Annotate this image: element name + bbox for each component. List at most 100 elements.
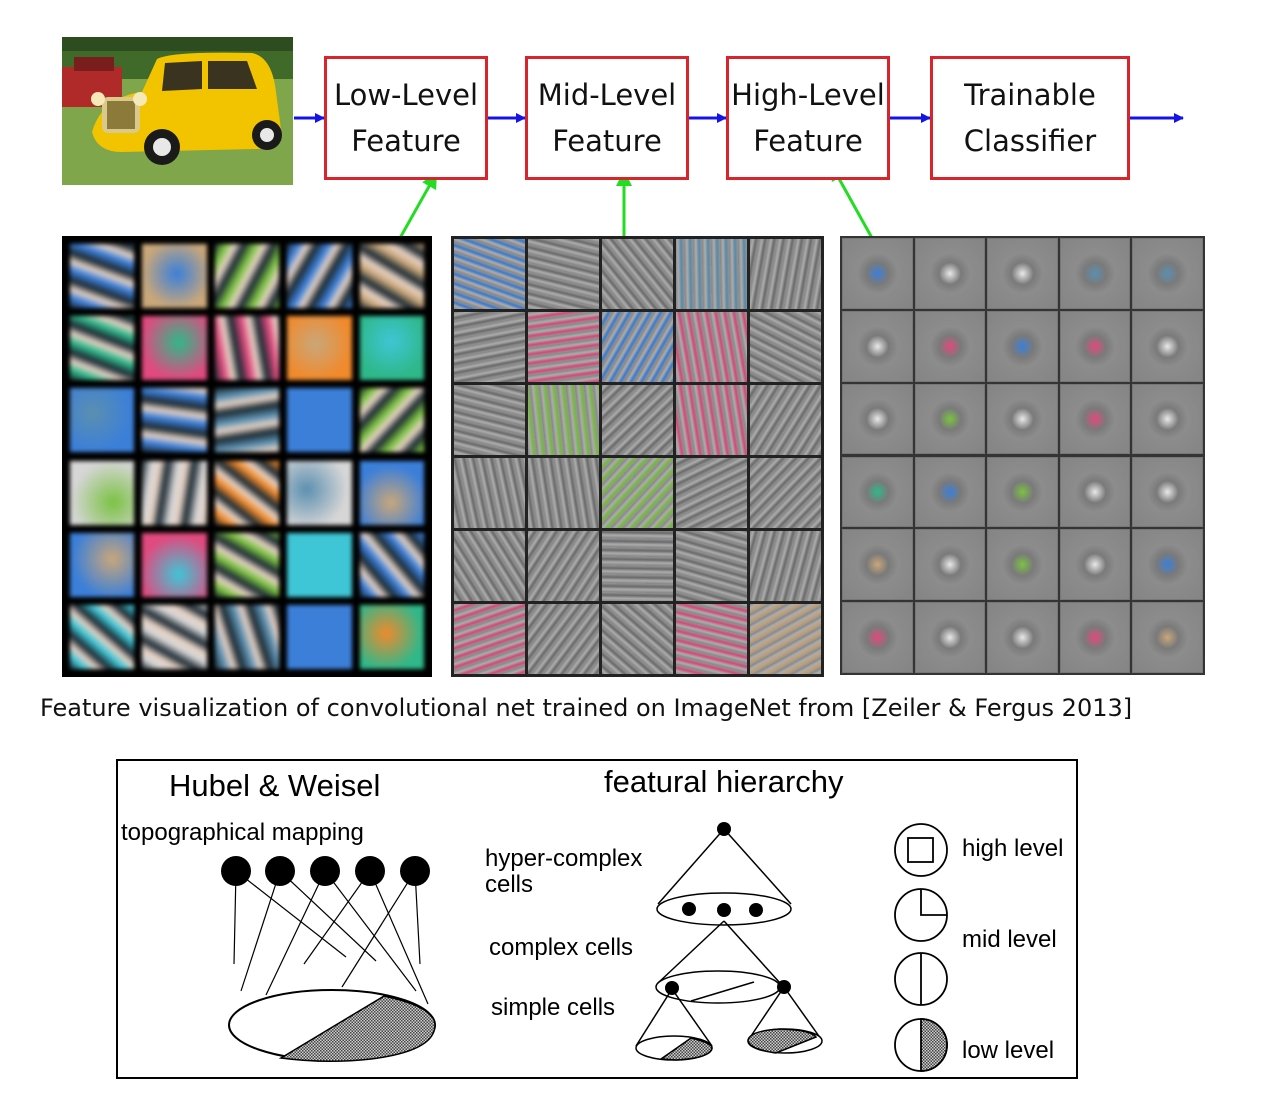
neuron-dot <box>400 856 430 886</box>
feature-tile <box>70 604 135 669</box>
feature-tile <box>914 238 986 309</box>
feature-tile <box>914 310 986 382</box>
feature-tile <box>676 604 747 674</box>
feature-tile <box>142 316 207 381</box>
feature-tile <box>750 385 821 455</box>
feature-tile <box>1059 529 1131 601</box>
feature-tile <box>842 383 913 455</box>
hubel-weisel-title: Hubel & Weisel <box>169 768 381 803</box>
feature-tile <box>359 244 424 309</box>
feature-tile <box>1132 310 1203 382</box>
topographical-mapping-label: topographical mapping <box>121 819 364 846</box>
feature-tile <box>676 385 747 455</box>
feature-tile <box>142 388 207 453</box>
feature-tile <box>602 604 673 674</box>
feature-tile <box>842 238 913 309</box>
low-level-label: low level <box>962 1037 1055 1064</box>
feature-tile <box>359 604 424 669</box>
shaded-receptive-region <box>278 995 436 1062</box>
input-car-photo <box>62 37 293 185</box>
hyper-complex-cells-label: hyper-complex cells <box>485 845 643 898</box>
feature-tile <box>287 316 352 381</box>
feature-tile <box>214 460 280 525</box>
feature-tile <box>528 458 599 528</box>
feature-tile <box>602 458 673 528</box>
feature-tile <box>676 531 747 601</box>
feature-tile <box>1059 383 1131 455</box>
featural-hierarchy-title: featural hierarchy <box>604 764 844 799</box>
feature-tile <box>842 456 913 528</box>
link-low-features <box>398 172 438 239</box>
stage-low-level-feature: Low-Level Feature <box>324 56 488 180</box>
feature-tile <box>1132 383 1203 455</box>
feature-tile <box>750 531 821 601</box>
feature-tile <box>70 460 135 525</box>
feature-tile <box>1132 529 1203 601</box>
feature-tile <box>676 312 747 382</box>
feature-tile <box>142 532 207 597</box>
feature-tile <box>359 460 424 525</box>
feature-tile <box>750 239 821 309</box>
neuron-dot <box>355 856 385 886</box>
feature-tile <box>842 602 913 673</box>
feature-tile <box>842 529 913 601</box>
mid-level-feature-grid <box>451 236 824 677</box>
feature-tile <box>1059 310 1131 382</box>
feature-tile <box>750 312 821 382</box>
feature-tile <box>142 460 207 525</box>
feature-tile <box>1059 238 1131 309</box>
feature-tile <box>214 604 280 669</box>
feature-tile <box>1059 602 1131 673</box>
feature-tile <box>750 458 821 528</box>
feature-tile <box>1059 456 1131 528</box>
feature-tile <box>602 531 673 601</box>
feature-tile <box>214 244 280 309</box>
feature-tile <box>1132 238 1203 309</box>
figure-caption: Feature visualization of convolutional n… <box>40 694 1133 722</box>
neuron-dot <box>310 856 340 886</box>
feature-tile <box>528 531 599 601</box>
feature-tile <box>602 239 673 309</box>
feature-tile <box>528 604 599 674</box>
high-level-feature-grid <box>840 236 1205 675</box>
feature-tile <box>454 604 525 674</box>
feature-tile <box>528 385 599 455</box>
neuron-dot <box>265 856 295 886</box>
feature-tile <box>287 604 352 669</box>
feature-tile <box>914 602 986 673</box>
feature-tile <box>70 532 135 597</box>
feature-tile <box>359 532 424 597</box>
feature-tile <box>750 604 821 674</box>
stage-mid-level-feature: Mid-Level Feature <box>525 56 689 180</box>
feature-tile <box>676 458 747 528</box>
feature-tile <box>214 532 280 597</box>
feature-tile <box>214 388 280 453</box>
feature-tile <box>987 529 1058 601</box>
feature-tile <box>287 460 352 525</box>
feature-tile <box>914 456 986 528</box>
feature-tile <box>987 310 1058 382</box>
feature-tile <box>987 602 1058 673</box>
topographical-mapping-diagram <box>221 856 436 1062</box>
feature-tile <box>987 238 1058 309</box>
feature-tile <box>528 312 599 382</box>
feature-tile <box>454 458 525 528</box>
feature-tile <box>70 316 135 381</box>
feature-tile <box>287 244 352 309</box>
low-level-filter-grid <box>62 236 432 677</box>
feature-tile <box>914 383 986 455</box>
feature-tile <box>287 532 352 597</box>
feature-tile <box>454 312 525 382</box>
feature-tile <box>1132 456 1203 528</box>
feature-tile <box>1132 602 1203 673</box>
feature-tile <box>359 388 424 453</box>
feature-tile <box>70 244 135 309</box>
feature-tile <box>987 456 1058 528</box>
simple-cells-label: simple cells <box>491 994 616 1021</box>
hubel-weisel-panel <box>116 759 1078 1079</box>
feature-tile <box>287 388 352 453</box>
feature-tile <box>454 531 525 601</box>
feature-tile <box>842 310 913 382</box>
feature-tile <box>914 529 986 601</box>
feature-tile <box>987 383 1058 455</box>
